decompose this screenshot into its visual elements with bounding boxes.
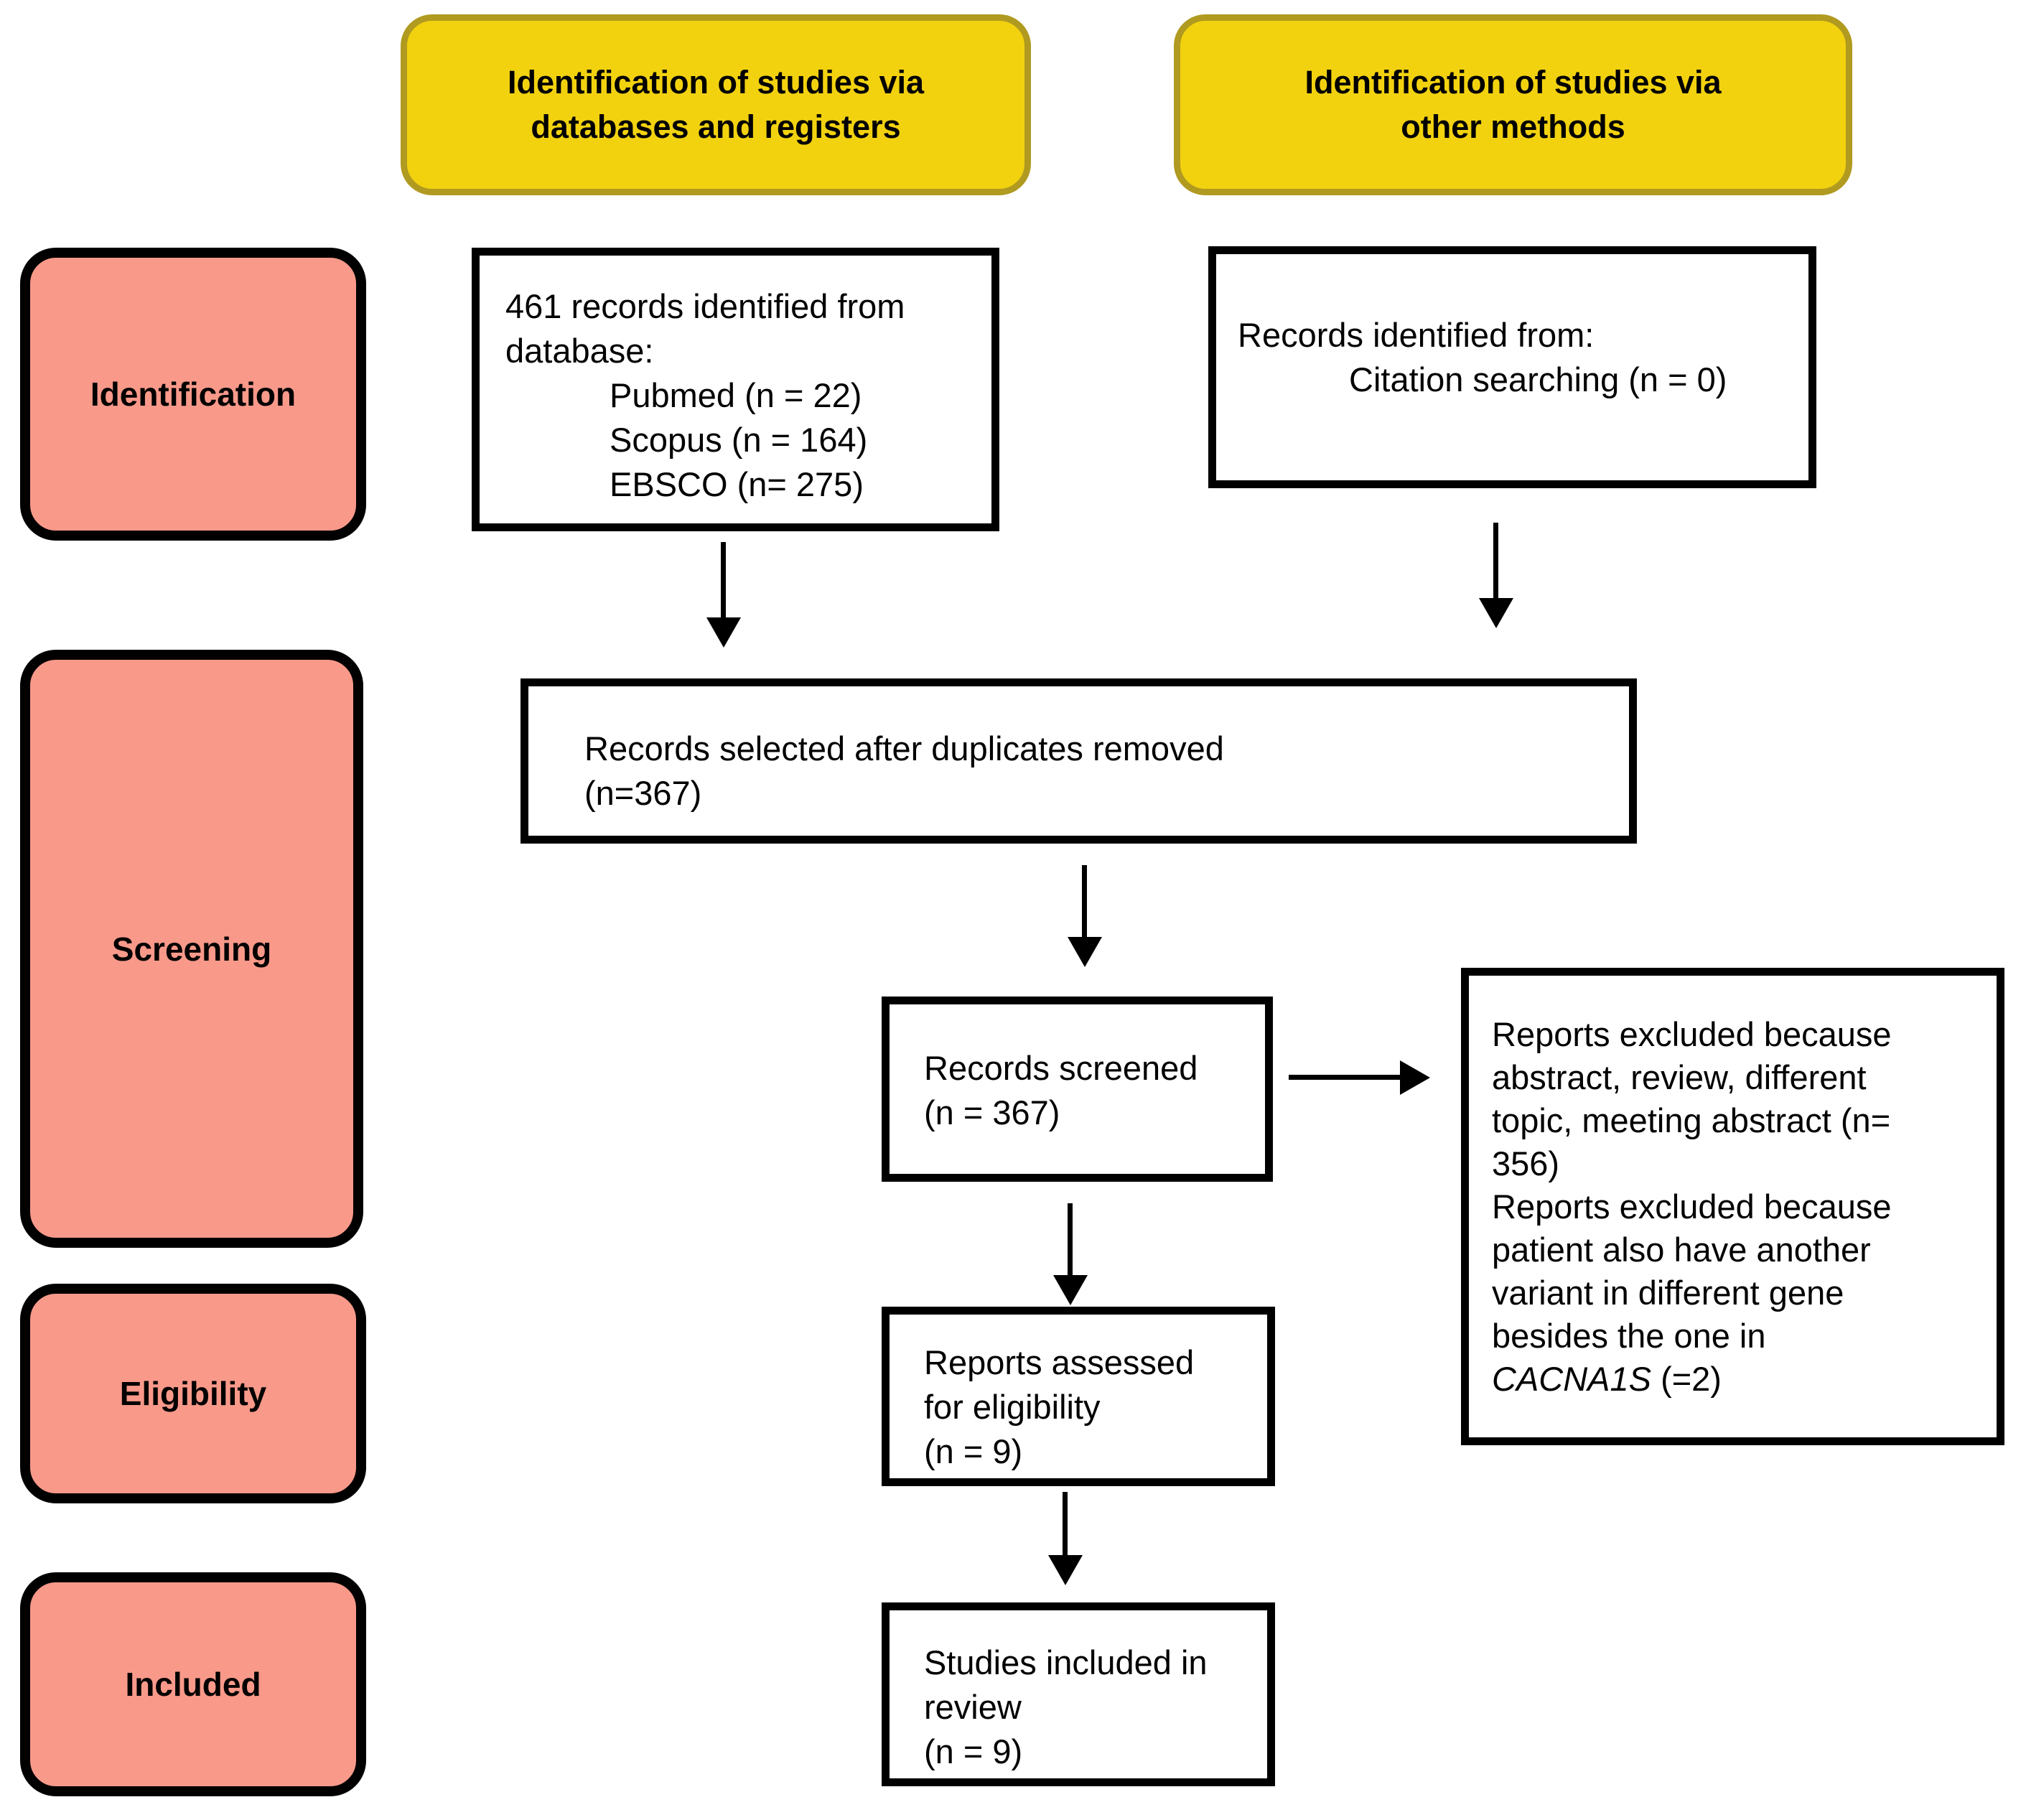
source-item: Citation searching (n = 0)	[1349, 360, 1727, 398]
box-reports-assessed: Reports assessed for eligibility (n = 9)	[882, 1307, 1275, 1486]
header-line: other methods	[1401, 108, 1625, 145]
box-text-line: 461 records identified from	[505, 287, 905, 325]
box-text-line: (n = 367)	[924, 1093, 1060, 1131]
box-text-line: Records identified from:	[1238, 316, 1595, 354]
box-text-line: Reports assessed	[924, 1343, 1195, 1381]
box-text-line: besides the one in	[1492, 1317, 1766, 1355]
arrow-down-dedup-to-screened	[1082, 865, 1087, 937]
arrow-down-assessed-to-included	[1063, 1492, 1068, 1555]
box-text-line: topic, meeting abstract (n=	[1492, 1101, 1891, 1139]
stage-identification: Identification	[20, 248, 366, 541]
header-identification-databases: Identification of studies via databases …	[401, 14, 1031, 195]
box-text-line: Studies included in	[924, 1643, 1208, 1681]
box-text-line: variant in different gene	[1492, 1274, 1844, 1312]
arrow-right-screened-to-excluded	[1289, 1075, 1400, 1080]
arrow-down-screened-to-assessed	[1068, 1203, 1073, 1275]
box-reports-excluded: Reports excluded because abstract, revie…	[1461, 968, 2004, 1445]
box-text-line: Records selected after duplicates remove…	[584, 729, 1224, 767]
stage-label: Included	[125, 1666, 261, 1703]
stage-eligibility: Eligibility	[20, 1284, 366, 1503]
stage-label: Eligibility	[119, 1375, 267, 1412]
stage-label: Identification	[90, 375, 297, 413]
box-text-line: (n = 9)	[924, 1732, 1023, 1770]
source-item: Scopus (n = 164)	[610, 421, 868, 459]
box-text-line: 356)	[1492, 1144, 1560, 1182]
box-text-line: Reports excluded because	[1492, 1015, 1892, 1053]
box-text-line: (n=367)	[584, 774, 702, 812]
header-identification-other-methods: Identification of studies via other meth…	[1174, 14, 1852, 195]
box-text-line: Records screened	[924, 1049, 1198, 1087]
header-line: databases and registers	[531, 108, 901, 145]
box-text-line: abstract, review, different	[1492, 1058, 1867, 1096]
box-text-line: patient also have another	[1492, 1231, 1871, 1269]
box-text-line: Reports excluded because	[1492, 1187, 1892, 1226]
stage-included: Included	[20, 1572, 366, 1796]
source-item: Pubmed (n = 22)	[610, 376, 862, 414]
header-line: Identification of studies via	[507, 64, 925, 101]
arrow-down-other-to-dedup	[1493, 523, 1498, 598]
source-item: EBSCO (n= 275)	[610, 465, 864, 503]
box-duplicates-removed: Records selected after duplicates remove…	[520, 678, 1637, 844]
gene-count: (=2)	[1651, 1360, 1722, 1398]
box-text-line: CACNA1S (=2)	[1492, 1358, 1989, 1401]
box-text-line: database:	[505, 332, 654, 370]
box-studies-included: Studies included in review (n = 9)	[882, 1602, 1275, 1786]
box-text-line: (n = 9)	[924, 1432, 1023, 1470]
box-text-line: review	[924, 1688, 1022, 1726]
stage-screening: Screening	[20, 650, 363, 1248]
arrow-down-databases-to-dedup	[721, 542, 726, 617]
box-records-identified-databases: 461 records identified from database: Pu…	[472, 248, 999, 531]
box-records-identified-other: Records identified from: Citation search…	[1208, 246, 1816, 488]
stage-label: Screening	[111, 930, 272, 968]
gene-name: CACNA1S	[1492, 1360, 1652, 1398]
box-records-screened: Records screened (n = 367)	[882, 997, 1273, 1182]
box-text-line: for eligibility	[924, 1388, 1101, 1426]
header-line: Identification of studies via	[1304, 64, 1722, 101]
